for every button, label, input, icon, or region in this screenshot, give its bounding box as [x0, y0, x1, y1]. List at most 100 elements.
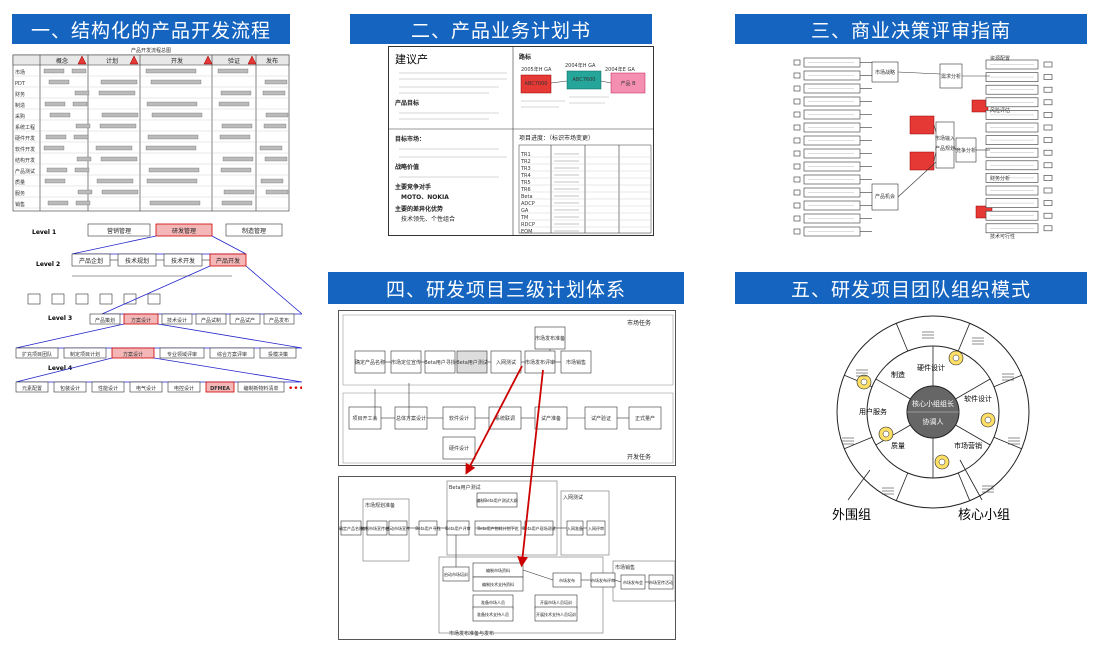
- review-check: [1043, 149, 1053, 156]
- process-bar: [100, 156, 138, 162]
- process-bar: [145, 145, 197, 151]
- phase-label: 发布: [266, 57, 278, 65]
- process-bar: [147, 134, 199, 140]
- process-bar: [265, 189, 289, 195]
- team-org-diagram: 核心小组组长 协调人 硬件设计 软件设计 市场营销 质量 用户服务 制造: [828, 310, 1038, 520]
- detail-node-label: 入网评审: [588, 525, 604, 531]
- center-label: 市场输入: [935, 135, 955, 142]
- detail-node: [472, 576, 524, 592]
- detail-node-label: 启动市场宣传: [386, 525, 410, 531]
- decision-marker: [77, 55, 87, 65]
- progress-row-label: TR5: [520, 180, 531, 186]
- l5-label: 编制新物料清单: [243, 385, 278, 392]
- right-cat: 资源配置: [990, 55, 1010, 62]
- detail-node: [472, 606, 514, 622]
- dev-task-label: 开发任务: [627, 453, 651, 461]
- process-bar: [74, 90, 90, 96]
- review-check: [793, 137, 801, 144]
- l4-label: 投模决策: [268, 351, 288, 358]
- progress-row-label: Beta: [521, 194, 533, 200]
- roadmap-date: 2004年E GA: [605, 66, 635, 73]
- core-group-label: 核心小组: [958, 508, 1011, 523]
- process-bar: [47, 200, 69, 206]
- outer-spoke: [895, 472, 909, 501]
- dev-task-label: 项目开工会: [352, 415, 377, 422]
- l5-label: DFMEA: [210, 386, 230, 392]
- dev-task-label: 系统联调: [495, 415, 515, 422]
- review-check: [1043, 99, 1053, 106]
- detail-node-label: 编制技术支持资料: [482, 581, 514, 587]
- process-bar: [76, 156, 92, 162]
- process-bar: [46, 167, 68, 173]
- level-label: Level 2: [36, 261, 60, 268]
- process-bar: [44, 178, 66, 184]
- row-label: 财务: [15, 91, 25, 98]
- process-bar: [98, 90, 136, 96]
- detail-node: [476, 492, 518, 508]
- row-label: 销售: [15, 201, 25, 208]
- market-task-label: 市场销售: [566, 359, 586, 366]
- l1-label: 制造管理: [242, 227, 266, 235]
- process-bar: [150, 79, 202, 85]
- roadmap-title: 路标: [519, 53, 531, 61]
- l2-label: 产品企划: [79, 257, 103, 265]
- l3-label: 产品发布: [269, 317, 289, 324]
- process-bar: [260, 178, 284, 184]
- detail-node-label: Beta用户现场测试: [522, 525, 555, 531]
- roadmap-date: 2005年H GA: [521, 66, 552, 73]
- review-mid-label: 市场战略: [875, 69, 895, 76]
- detail-node-label: 市场宣传活动: [649, 579, 673, 585]
- core-member-icon: [860, 378, 868, 386]
- process-bar: [149, 200, 201, 206]
- roadmap-box-label: ABC7000: [525, 81, 548, 87]
- inner-role: 质量: [891, 441, 905, 450]
- detail-node-label: Beta用户评审: [445, 525, 470, 531]
- review-check: [1043, 175, 1053, 181]
- market-task-label: 市场发布评审: [525, 359, 555, 366]
- l1-label: 营销管理: [107, 227, 131, 235]
- level-hierarchy-svg: Level 1 Level 2 Level 3 Level 4 营销管理 研发管…: [15, 223, 302, 394]
- core-member-icon: [984, 416, 992, 424]
- roadmap-box-label: 产品 B: [620, 80, 636, 87]
- process-bar: [73, 134, 89, 140]
- outer-group-label: 外围组: [832, 508, 872, 523]
- detail-group-label: Beta用户测试: [449, 484, 481, 491]
- level-label: Level 4: [48, 365, 72, 372]
- banner-1: 一、结构化的产品开发流程: [12, 14, 290, 44]
- market-task-label: 市场发布准备: [535, 335, 565, 342]
- review-mid-label: 产品机会: [875, 193, 895, 200]
- process-flow-svg: 产品开发流程总图 概念 计划 开发 验证 发布 市场PDT财务制造采购系统工程硬…: [12, 47, 290, 212]
- l2-label: 技术规划: [125, 257, 149, 265]
- process-bar: [217, 68, 249, 74]
- process-bar: [220, 90, 252, 96]
- decision-review-svg: 市场战略 产品机会 需求分析 市场输入 产品规划 竞争分析 财务分析 风险评估 …: [793, 55, 1053, 240]
- process-bar: [219, 134, 251, 140]
- l4-label: 综合方案评审: [217, 351, 247, 358]
- dev-task-label: 试产准备: [541, 415, 561, 422]
- market-task-label: Beta用户寻找: [424, 359, 456, 366]
- banner-3: 三、商业决策评审指南: [735, 14, 1087, 44]
- process-bar: [146, 178, 198, 184]
- roadmap-box: [566, 70, 602, 90]
- process-bar: [48, 79, 70, 85]
- l3-label: 技术设计: [167, 317, 187, 324]
- inner-role: 软件设计: [964, 394, 992, 403]
- row-label: 硬件开发: [15, 135, 35, 142]
- review-check: [793, 59, 801, 66]
- business-plan-svg: 建议产 路标 产品目标 目标市场： 战略价值 主要竞争对手 MOTO、NOKIA…: [389, 47, 653, 235]
- l3-label: 方案设计: [131, 317, 151, 324]
- right-cat: 技术可行性: [990, 233, 1015, 240]
- l4-label: 方案设计: [123, 351, 143, 358]
- process-bar: [221, 123, 253, 129]
- l3-label: 产品试制: [201, 317, 221, 324]
- process-bar: [43, 68, 65, 74]
- dev-task-label: 总体方案设计: [396, 415, 426, 422]
- l4-label: 扩充项目团队: [22, 351, 52, 358]
- row-label: 制造: [15, 102, 25, 109]
- detail-node-label: 开展技术支持人员培训: [536, 611, 576, 617]
- process-bar: [263, 123, 287, 129]
- phase-label: 计划: [106, 57, 118, 65]
- left-boxes: [793, 57, 872, 237]
- market-task-label: 确定产品名称: [355, 359, 385, 366]
